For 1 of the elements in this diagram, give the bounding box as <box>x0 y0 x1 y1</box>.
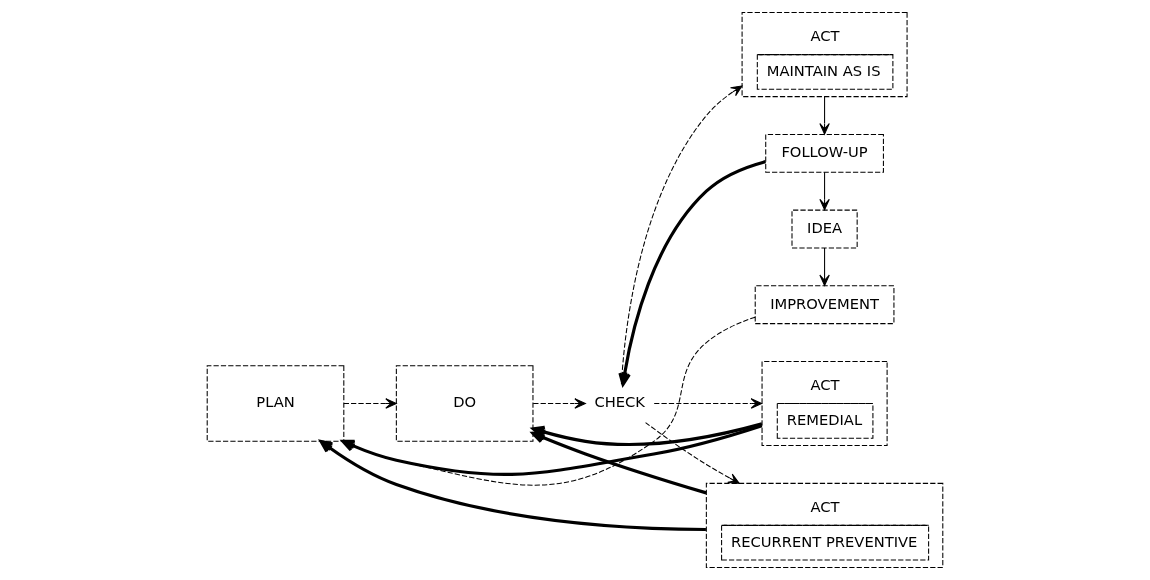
node-text: CHECK <box>594 393 645 411</box>
